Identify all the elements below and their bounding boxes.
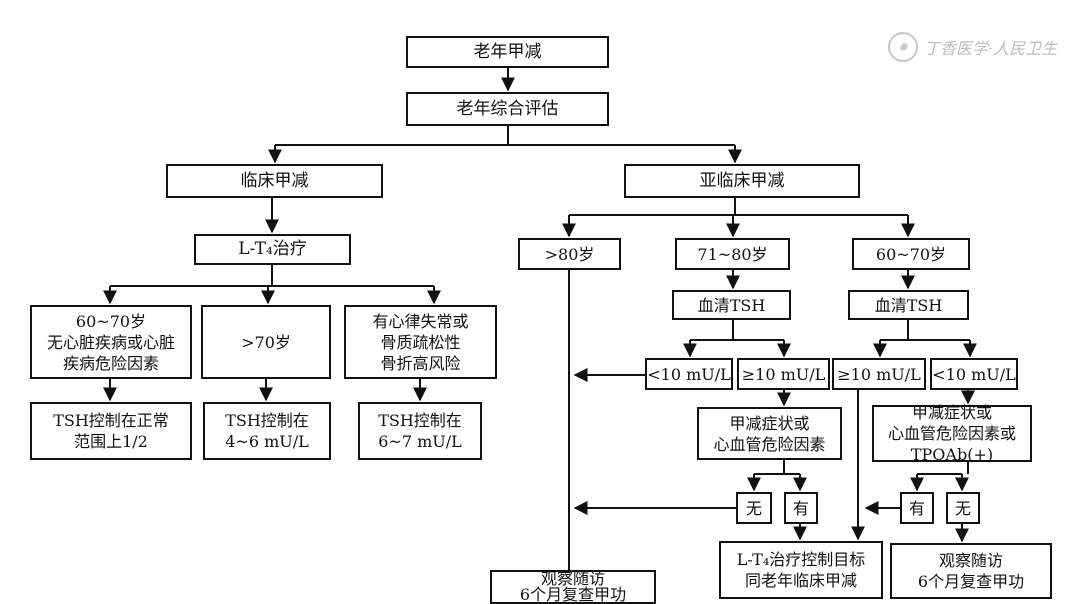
node-observe-follow-up-b: 观察随访 6个月复查甲功 (890, 543, 1052, 599)
node-yes-b: 有 (900, 492, 934, 524)
node-tsh-target-4-6: TSH控制在 4~6 mU/L (203, 402, 331, 460)
node-age-over-70: >70岁 (201, 305, 331, 379)
node-tsh-below-10-b: <10 mU/L (930, 358, 1018, 390)
node-age-60-70-low-risk: 60~70岁 无心脏疾病或心脏 疾病危险因素 (30, 305, 192, 379)
node-lt4-target-same-as-clinical: L-T₄治疗控制目标 同老年临床甲减 (719, 541, 883, 599)
node-symptoms-or-cv-risk: 甲减症状或 心血管危险因素 (697, 407, 842, 460)
node-age-over-80: >80岁 (518, 238, 621, 270)
node-clinical-hypothyroidism: 临床甲减 (166, 164, 383, 198)
node-tsh-at-least-10-b: ≥10 mU/L (832, 358, 926, 390)
watermark: ✺ 丁香医学·人民卫生 (888, 32, 1057, 62)
watermark-text: 丁香医学·人民卫生 (924, 39, 1058, 58)
node-no-b: 无 (946, 492, 980, 524)
node-age-71-80: 71~80岁 (675, 238, 790, 270)
node-serum-tsh-60-70: 血清TSH (848, 290, 969, 320)
node-age-60-70: 60~70岁 (852, 238, 970, 270)
node-symptoms-cv-risk-tpoab: 甲减症状或 心血管危险因素或 TPOAb(+) (872, 403, 1032, 464)
node-tsh-at-least-10-a: ≥10 mU/L (737, 358, 830, 390)
node-tsh-target-upper-half: TSH控制在正常 范围上1/2 (30, 402, 192, 460)
node-serum-tsh-71-80: 血清TSH (672, 290, 791, 320)
node-no-a: 无 (736, 492, 772, 524)
seal-icon: ✺ (888, 32, 918, 62)
node-elderly-hypothyroidism: 老年甲减 (406, 36, 609, 68)
node-subclinical-hypothyroidism: 亚临床甲减 (624, 164, 860, 198)
node-yes-a: 有 (784, 492, 818, 524)
node-observe-follow-up-a: 观察随访 6个月复查甲功 (490, 570, 656, 604)
node-arrhythmia-osteoporosis-risk: 有心律失常或 骨质疏松性 骨折高风险 (344, 305, 497, 379)
node-geriatric-assessment: 老年综合评估 (406, 92, 609, 126)
node-tsh-target-6-7: TSH控制在 6~7 mU/L (358, 402, 482, 460)
node-tsh-below-10-a: <10 mU/L (645, 358, 733, 390)
node-lt4-therapy: L-T₄治疗 (194, 234, 351, 265)
